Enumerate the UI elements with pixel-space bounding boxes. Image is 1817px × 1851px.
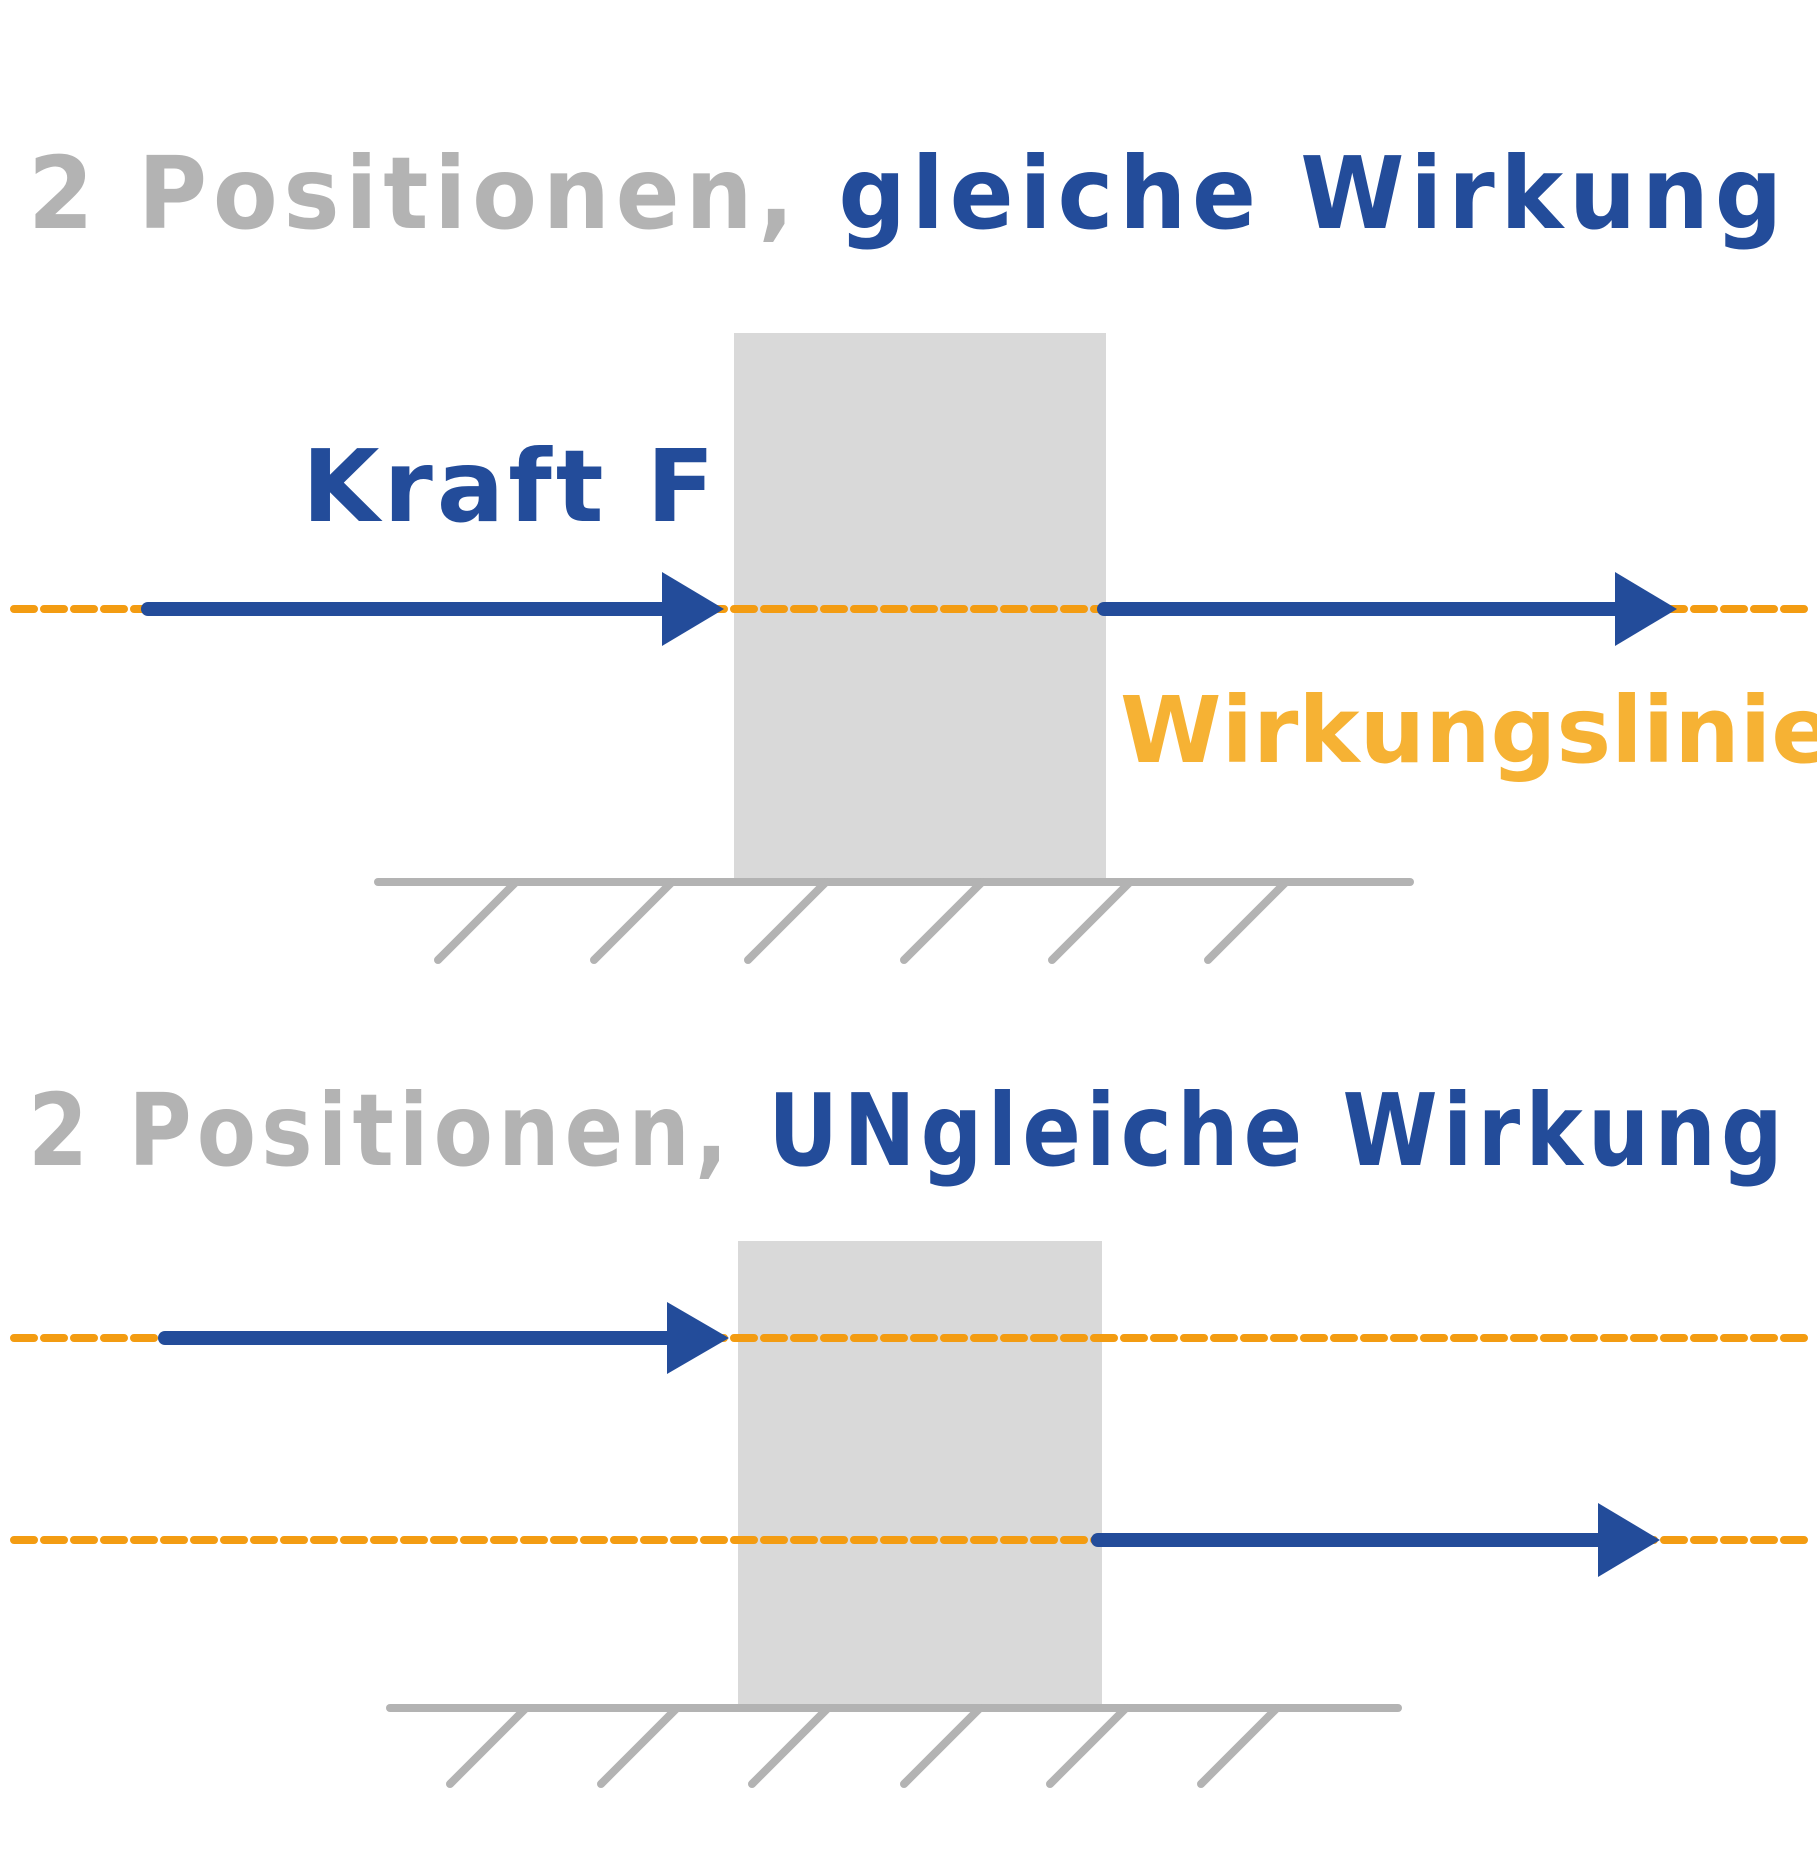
top-heading-prefix: 2 Positionen,: [28, 135, 838, 252]
line-of-action-label: Wirkungslinie: [1120, 677, 1817, 784]
bottom-heading: 2 Positionen, UNgleiche Wirkung: [28, 1072, 1788, 1189]
top-heading-emphasis: gleiche Wirkung: [838, 135, 1788, 252]
bottom-block: [738, 1241, 1102, 1706]
top-heading: 2 Positionen, gleiche Wirkung: [28, 135, 1788, 252]
top-force-arrow-left: [141, 572, 724, 646]
bottom-heading-emphasis: UNgleiche Wirkung: [768, 1072, 1788, 1189]
top-ground: [374, 878, 1414, 964]
force-label: Kraft F: [302, 428, 719, 545]
bottom-force-arrow-lower: [1091, 1503, 1660, 1577]
bottom-force-arrow-upper: [158, 1302, 729, 1374]
top-force-arrow-right: [1097, 572, 1677, 646]
bottom-heading-prefix: 2 Positionen,: [28, 1072, 768, 1189]
bottom-ground: [386, 1704, 1402, 1788]
